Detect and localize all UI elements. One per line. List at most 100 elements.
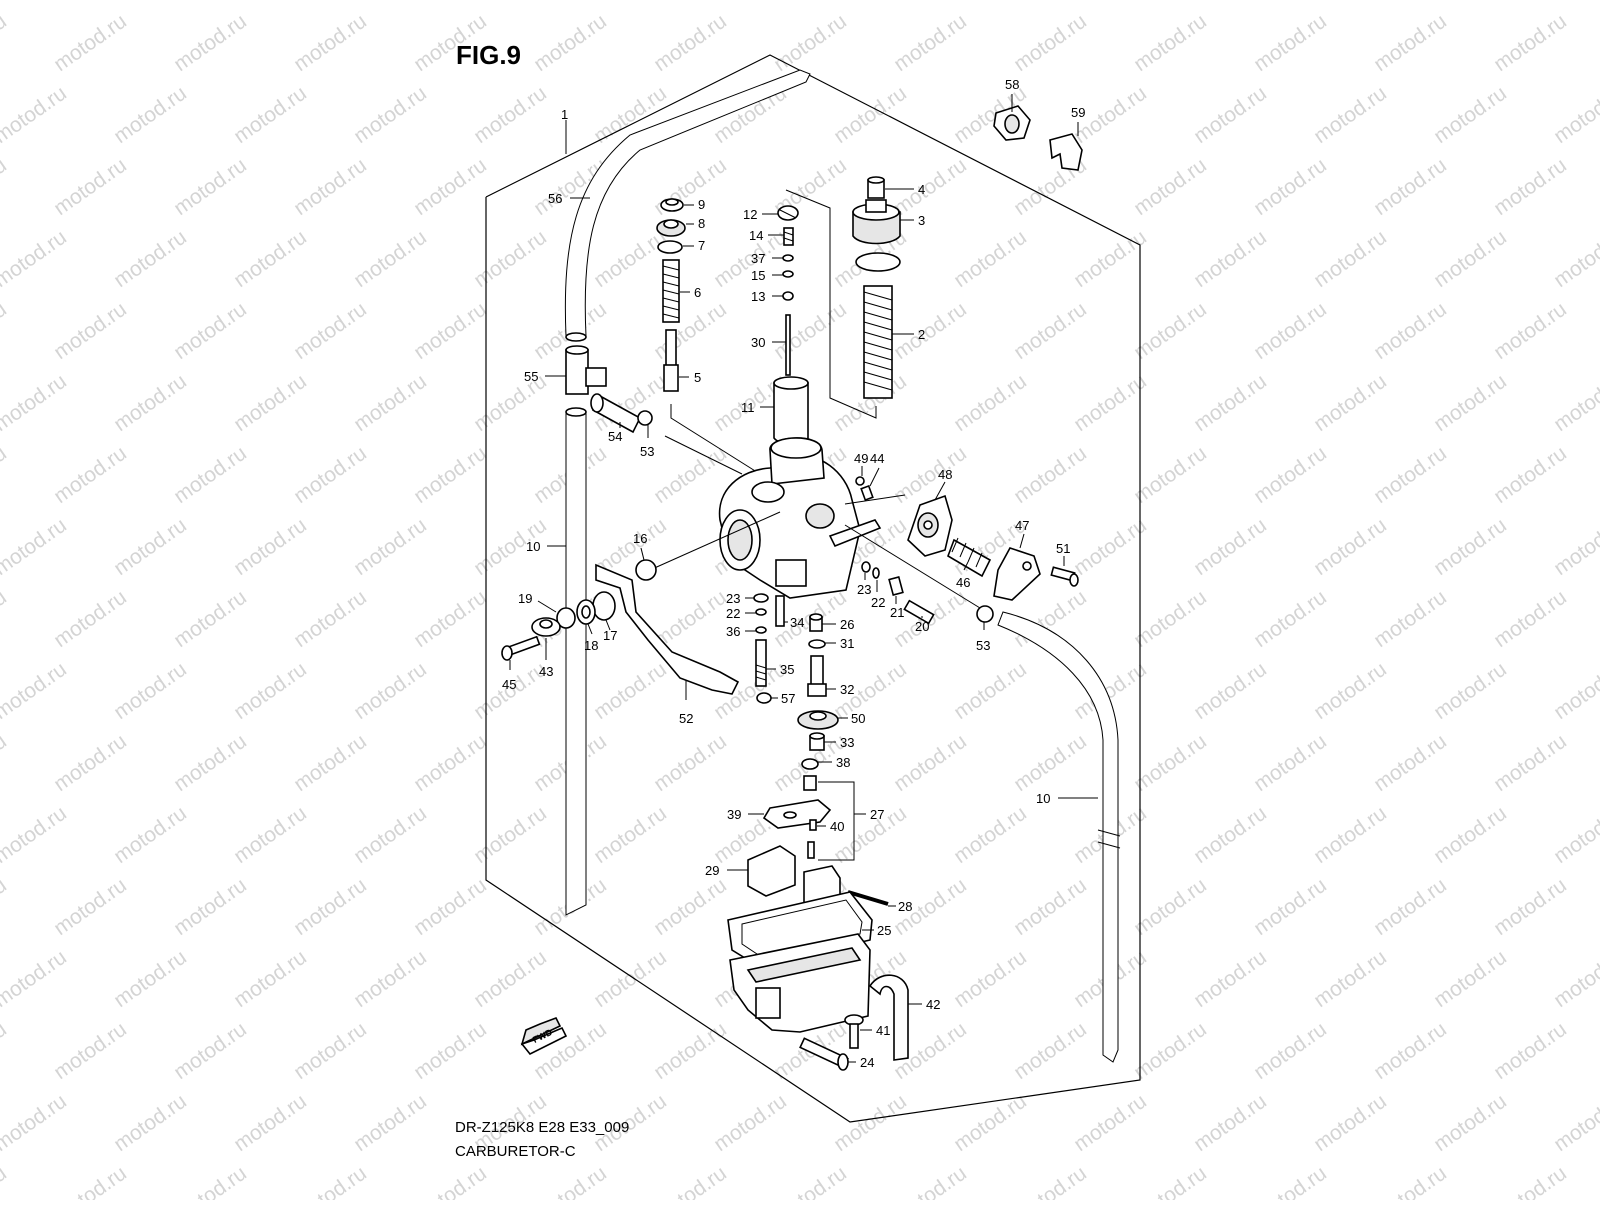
callout-27: 27: [870, 807, 884, 822]
washer-49: [855, 476, 865, 486]
cover-48: [907, 494, 953, 557]
watermark-text: motod.ru: [350, 226, 431, 292]
watermark-text: motod.ru: [1250, 730, 1331, 796]
watermark-text: motod.ru: [1370, 10, 1451, 76]
watermark-text: motod.ru: [170, 1162, 251, 1200]
washer-16: [635, 559, 657, 581]
watermark-text: motod.ru: [1490, 10, 1571, 76]
watermark-text: motod.ru: [1190, 514, 1271, 580]
callout-14: 14: [749, 228, 763, 243]
callout-13: 13: [751, 289, 765, 304]
watermark-text: motod.ru: [230, 802, 311, 868]
watermark-text: motod.ru: [0, 154, 11, 220]
watermark-text: motod.ru: [1550, 514, 1600, 580]
watermark-text: motod.ru: [0, 298, 11, 364]
watermark-text: motod.ru: [650, 298, 731, 364]
watermark-text: motod.ru: [650, 442, 731, 508]
watermark-text: motod.ru: [470, 0, 551, 4]
callout-7: 7: [698, 238, 705, 253]
watermark-text: motod.ru: [50, 442, 131, 508]
hose-end: [565, 407, 587, 417]
watermark-text: motod.ru: [1490, 874, 1571, 940]
watermark-text: motod.ru: [1130, 442, 1211, 508]
watermark-text: motod.ru: [0, 586, 11, 652]
grommet-19: [556, 607, 576, 629]
callout-8: 8: [698, 216, 705, 231]
callout-1: 1: [561, 107, 568, 122]
section-name: CARBURETOR-C: [455, 1143, 576, 1160]
watermark-text: motod.ru: [410, 586, 491, 652]
watermark-text: motod.ru: [0, 370, 71, 436]
carburetor-body: [718, 437, 882, 599]
watermark-text: motod.ru: [50, 730, 131, 796]
watermark-text: motod.ru: [290, 874, 371, 940]
watermark-text: motod.ru: [470, 82, 551, 148]
watermark-text: motod.ru: [1010, 730, 1091, 796]
watermark-text: motod.ru: [710, 0, 791, 4]
watermark-text: motod.ru: [410, 730, 491, 796]
watermark-text: motod.ru: [1430, 226, 1511, 292]
callout-2: 2: [918, 327, 925, 342]
callout-11: 11: [741, 400, 755, 415]
watermark-text: motod.ru: [0, 226, 71, 292]
callout-51: 51: [1056, 541, 1070, 556]
o-ring-23: [861, 561, 871, 573]
watermark-text: motod.ru: [950, 370, 1031, 436]
callout-23-left: 23: [726, 591, 740, 606]
callouts: 1 56 9 8 7 6 5 55 54 53 12 14 37: [502, 77, 1098, 1070]
watermark-text: motod.ru: [590, 802, 671, 868]
watermark-text: motod.ru: [170, 1018, 251, 1084]
watermark-text: motod.ru: [1130, 874, 1211, 940]
callout-28: 28: [898, 899, 912, 914]
callout-6: 6: [694, 285, 701, 300]
plunger-5: [663, 329, 679, 392]
watermark-text: motod.ru: [770, 10, 851, 76]
callout-22-right: 22: [871, 595, 885, 610]
pilot-jet-26: [809, 613, 823, 632]
watermark-text: motod.ru: [170, 874, 251, 940]
watermark-text: motod.ru: [1190, 82, 1271, 148]
callout-47: 47: [1015, 518, 1029, 533]
callout-34: 34: [790, 615, 804, 630]
watermark-text: motod.ru: [1130, 586, 1211, 652]
callout-56: 56: [548, 191, 562, 206]
nut-50: [797, 710, 839, 730]
watermark-text: motod.ru: [110, 946, 191, 1012]
watermark-text: motod.ru: [0, 1090, 71, 1156]
watermark-text: motod.ru: [950, 226, 1031, 292]
watermark-text: motod.ru: [50, 1018, 131, 1084]
watermark-text: motod.ru: [830, 0, 911, 4]
watermark-text: motod.ru: [890, 154, 971, 220]
watermark-text: motod.ru: [890, 10, 971, 76]
screw-41: [844, 1014, 864, 1049]
callout-30: 30: [751, 335, 765, 350]
watermark-text: motod.ru: [470, 946, 551, 1012]
callout-5: 5: [694, 370, 701, 385]
spring-14: [783, 227, 794, 246]
watermark-text: motod.ru: [0, 0, 71, 4]
gasket-inner: [741, 899, 863, 957]
watermark-text: motod.ru: [0, 730, 11, 796]
watermark-text: motod.ru: [1430, 0, 1511, 4]
watermark-text: motod.ru: [1550, 0, 1600, 4]
watermark-text: motod.ru: [290, 586, 371, 652]
callout-36: 36: [726, 624, 740, 639]
washer-22: [872, 567, 880, 579]
watermark-text: motod.ru: [1550, 802, 1600, 868]
watermark-text: motod.ru: [1070, 514, 1151, 580]
callout-52: 52: [679, 711, 693, 726]
clip-59: [1049, 133, 1083, 171]
watermark-text: motod.ru: [230, 946, 311, 1012]
watermark-text: motod.ru: [1070, 1090, 1151, 1156]
watermark-text: motod.ru: [530, 1162, 611, 1200]
watermark-text: motod.ru: [1550, 1090, 1600, 1156]
model-code: DR-Z125K8 E28 E33_009: [455, 1119, 630, 1136]
assembly-guide-line: [649, 511, 781, 571]
clip-12: [777, 205, 799, 221]
watermark-text: motod.ru: [1550, 226, 1600, 292]
hose-break: [1097, 841, 1121, 849]
callout-42: 42: [926, 997, 940, 1012]
watermark-text: motod.ru: [1490, 154, 1571, 220]
callout-21: 21: [890, 605, 904, 620]
callout-50: 50: [851, 711, 865, 726]
